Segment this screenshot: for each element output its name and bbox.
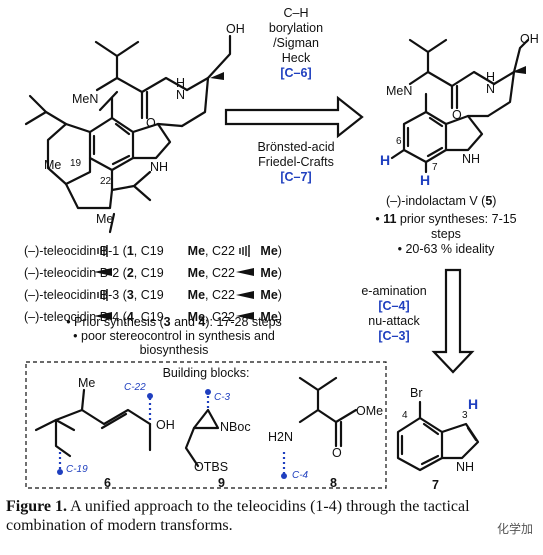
block-8-structure [298, 376, 358, 448]
r-label-c7: 7 [432, 162, 438, 173]
arrow-bottom-conditions: Brönsted-acid Friedel-Crafts [C–7] [257, 140, 335, 184]
label-nh-indole: NH [150, 160, 169, 174]
b6-label: 6 [104, 476, 111, 490]
label-men: MeN [72, 92, 99, 106]
figure-caption: Figure 1. A unified approach to the tele… [6, 498, 470, 534]
arrow-top-conditions: C–H borylation /Sigman Heck [C–6] [268, 6, 324, 80]
building-blocks-box [25, 361, 387, 489]
r-label-h7: H [420, 172, 431, 188]
b9-label: 9 [218, 476, 225, 490]
indolactam-name: (–)-indolactam V (5) [386, 194, 497, 208]
indolactam-structure [390, 38, 530, 174]
label-me19: Me [44, 158, 62, 172]
note-biosynthesis: biosynthesis [139, 343, 209, 357]
i7-h: H [468, 396, 479, 412]
b8-label: 8 [330, 476, 337, 490]
label-h-top: H [176, 76, 186, 90]
b8-o: O [332, 446, 342, 460]
b9-c3: C-3 [214, 392, 231, 403]
r-label-nh: NH [462, 152, 481, 166]
wedge-bonds [94, 268, 254, 320]
b6-c22: C-22 [124, 382, 146, 393]
blue-dots [57, 389, 287, 479]
block-9-structure [184, 408, 220, 468]
note-stereocontrol: • poor stereocontrol in synthesis and [73, 329, 275, 343]
i7-label: 7 [432, 478, 439, 492]
indolactam-notes: • 11 prior syntheses: 7-15 steps • 20-63… [375, 212, 517, 256]
indole-7-structure [396, 400, 480, 472]
blue-markers [58, 392, 286, 474]
hash-bonds [97, 245, 250, 301]
r-label-o: O [452, 108, 462, 122]
r-label-h: H [486, 70, 496, 84]
r-label-n: N [486, 82, 496, 96]
arrow-right [224, 95, 364, 139]
watermark: 化学加 [496, 522, 533, 536]
i7-br: Br [410, 386, 423, 400]
b8-h2n: H2N [268, 430, 294, 444]
block-6-structure [34, 388, 152, 458]
arrow-down-conditions: e-amination [C–4] nu-attack [C–3] [361, 284, 427, 343]
i7-c3: 3 [462, 410, 468, 421]
building-blocks-title: Building blocks: [162, 366, 250, 380]
stereo-marks [210, 66, 526, 80]
label-c22: 22 [100, 176, 112, 187]
i7-nh: NH [456, 460, 475, 474]
arrow-down [431, 268, 475, 374]
label-oh: OH [226, 22, 245, 36]
label-o: O [146, 116, 156, 130]
label-me22: Me [96, 212, 114, 226]
note-prior-synthesis: • Prior synthesis (3 and 4): 17-28 steps [66, 315, 282, 329]
b8-ome: OMe [356, 404, 384, 418]
r-label-c6: 6 [396, 136, 402, 147]
i7-c4: 4 [402, 410, 408, 421]
r-label-oh: OH [520, 32, 539, 46]
b8-c4: C-4 [292, 470, 309, 481]
label-n-top: N [176, 88, 186, 102]
r-label-h6: H [380, 152, 391, 168]
b6-oh: OH [156, 418, 175, 432]
b9-otbs: OTBS [194, 460, 229, 474]
b9-nboc: NBoc [220, 420, 251, 434]
b6-me: Me [78, 376, 96, 390]
b6-c19: C-19 [66, 464, 88, 475]
teleocidin-structure [24, 34, 232, 234]
label-c19: 19 [70, 158, 82, 169]
r-label-men: MeN [386, 84, 413, 98]
